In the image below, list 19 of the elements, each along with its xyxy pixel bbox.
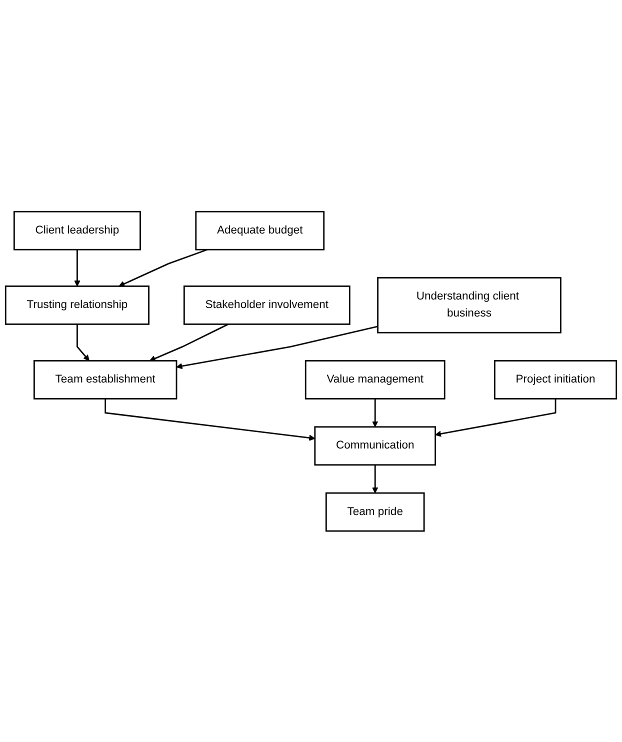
node-box: Client leadership: [13, 210, 141, 250]
arrow: [104, 398, 316, 441]
node-box: Understanding client business: [377, 276, 562, 333]
arrow: [76, 324, 90, 361]
node-box: Team establishment: [33, 360, 178, 400]
node-box: Team pride: [325, 492, 425, 532]
node-box: Stakeholder involvement: [183, 285, 350, 325]
arrow: [74, 249, 80, 286]
node-box: Value management: [304, 360, 446, 400]
arrow: [435, 398, 556, 437]
arrow: [149, 323, 229, 362]
node-box: Communication: [314, 426, 436, 466]
arrow: [372, 464, 378, 493]
node-box: Adequate budget: [195, 210, 325, 250]
arrow: [118, 248, 208, 286]
node-box: Trusting relationship: [4, 285, 150, 325]
node-box: Project initiation: [494, 360, 618, 400]
arrow: [372, 398, 378, 427]
arrow: [176, 325, 378, 369]
